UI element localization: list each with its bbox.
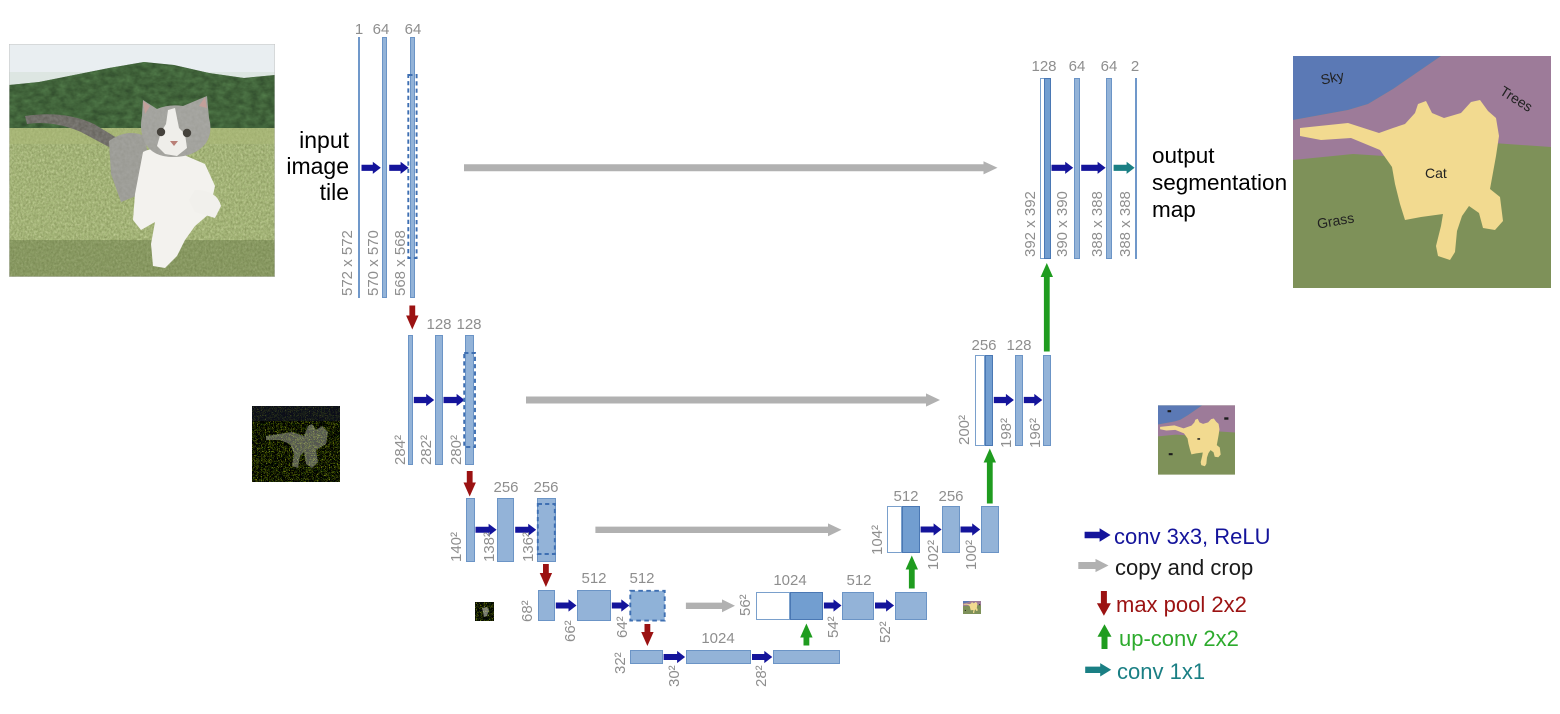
svg-text:Grass: Grass: [1316, 209, 1356, 231]
svg-text:Sky: Sky: [1319, 67, 1345, 88]
svg-text:Cat: Cat: [1425, 165, 1447, 181]
